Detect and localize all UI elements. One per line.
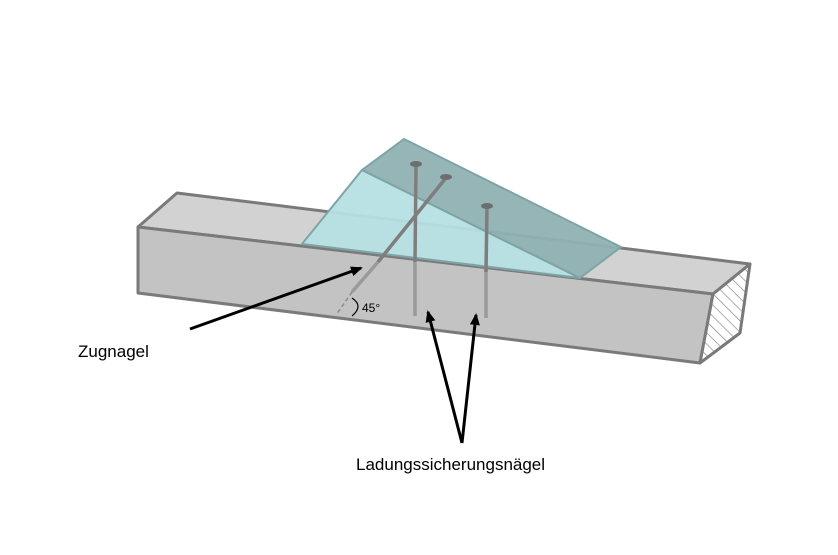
angle-arc (351, 297, 359, 317)
pull-nail-label: Zugnagel (78, 342, 149, 361)
beam-end-face (698, 262, 752, 365)
load-securing-nail-2 (481, 203, 493, 273)
arrow-to-nail-2 (460, 313, 480, 444)
angle-label: 45° (362, 301, 380, 315)
angle-guide-line (335, 291, 353, 316)
securing-wedge (301, 138, 622, 279)
pull-nail (376, 174, 452, 264)
load-securing-nails-label: Ladungssicherungsnägel (356, 455, 545, 474)
pull-nail-arrow (189, 266, 363, 331)
wedge-top-face (361, 138, 622, 279)
arrow-to-nail-1 (425, 310, 464, 444)
load-securing-nails-arrows (425, 310, 480, 444)
angle-indicator: 45° (335, 291, 380, 317)
nail-shafts-lower (350, 258, 488, 318)
